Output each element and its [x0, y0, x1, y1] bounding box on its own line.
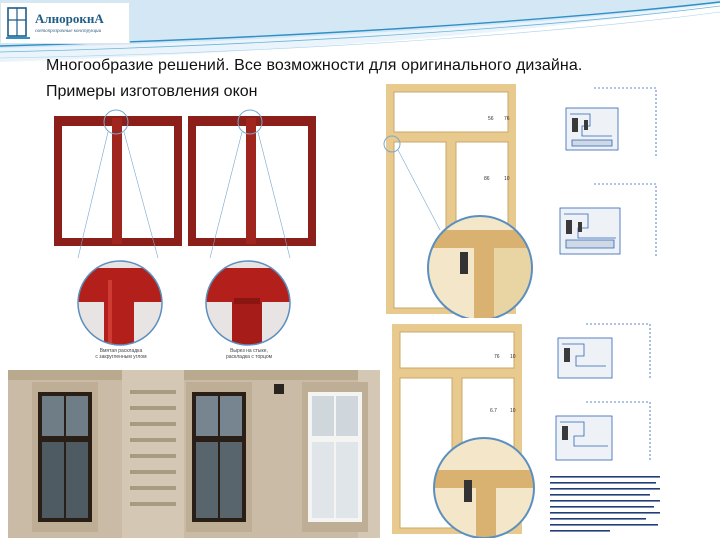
slide-subtitle: Примеры изготовления окон	[46, 83, 258, 100]
detail-caption-left: Вмятая раскладка с закругленным углом	[95, 348, 147, 360]
dim-label: 10	[510, 408, 516, 414]
dim-label: 10	[504, 176, 510, 182]
logo-tagline: светопрозрачные конструкции	[35, 29, 102, 34]
slide-title: Многообразие решений. Все возможности дл…	[46, 57, 583, 74]
pine-window-diagram-top: 56 76 86 10	[380, 80, 670, 321]
red-windows-photo: Вмятая раскладка с закругленным углом Вы…	[38, 108, 320, 370]
detail-caption-right: Вырез на стыке, раскладка с торцом	[225, 348, 273, 360]
logo-name: АлнорокнА	[35, 11, 104, 26]
dim-label: 10	[510, 354, 516, 360]
pine-window-diagram-bottom: 76 10 6.7 10	[380, 320, 670, 539]
window-glyph-icon	[6, 7, 30, 39]
dim-label: 76	[494, 354, 500, 360]
dim-label: 76	[504, 116, 510, 122]
company-logo: АлнорокнА светопрозрачные конструкции	[0, 2, 130, 44]
dim-label: 56	[488, 116, 494, 122]
facade-photo	[8, 370, 388, 538]
header-banner	[0, 0, 720, 62]
dim-label: 6.7	[490, 408, 497, 414]
dim-label: 86	[484, 176, 490, 182]
